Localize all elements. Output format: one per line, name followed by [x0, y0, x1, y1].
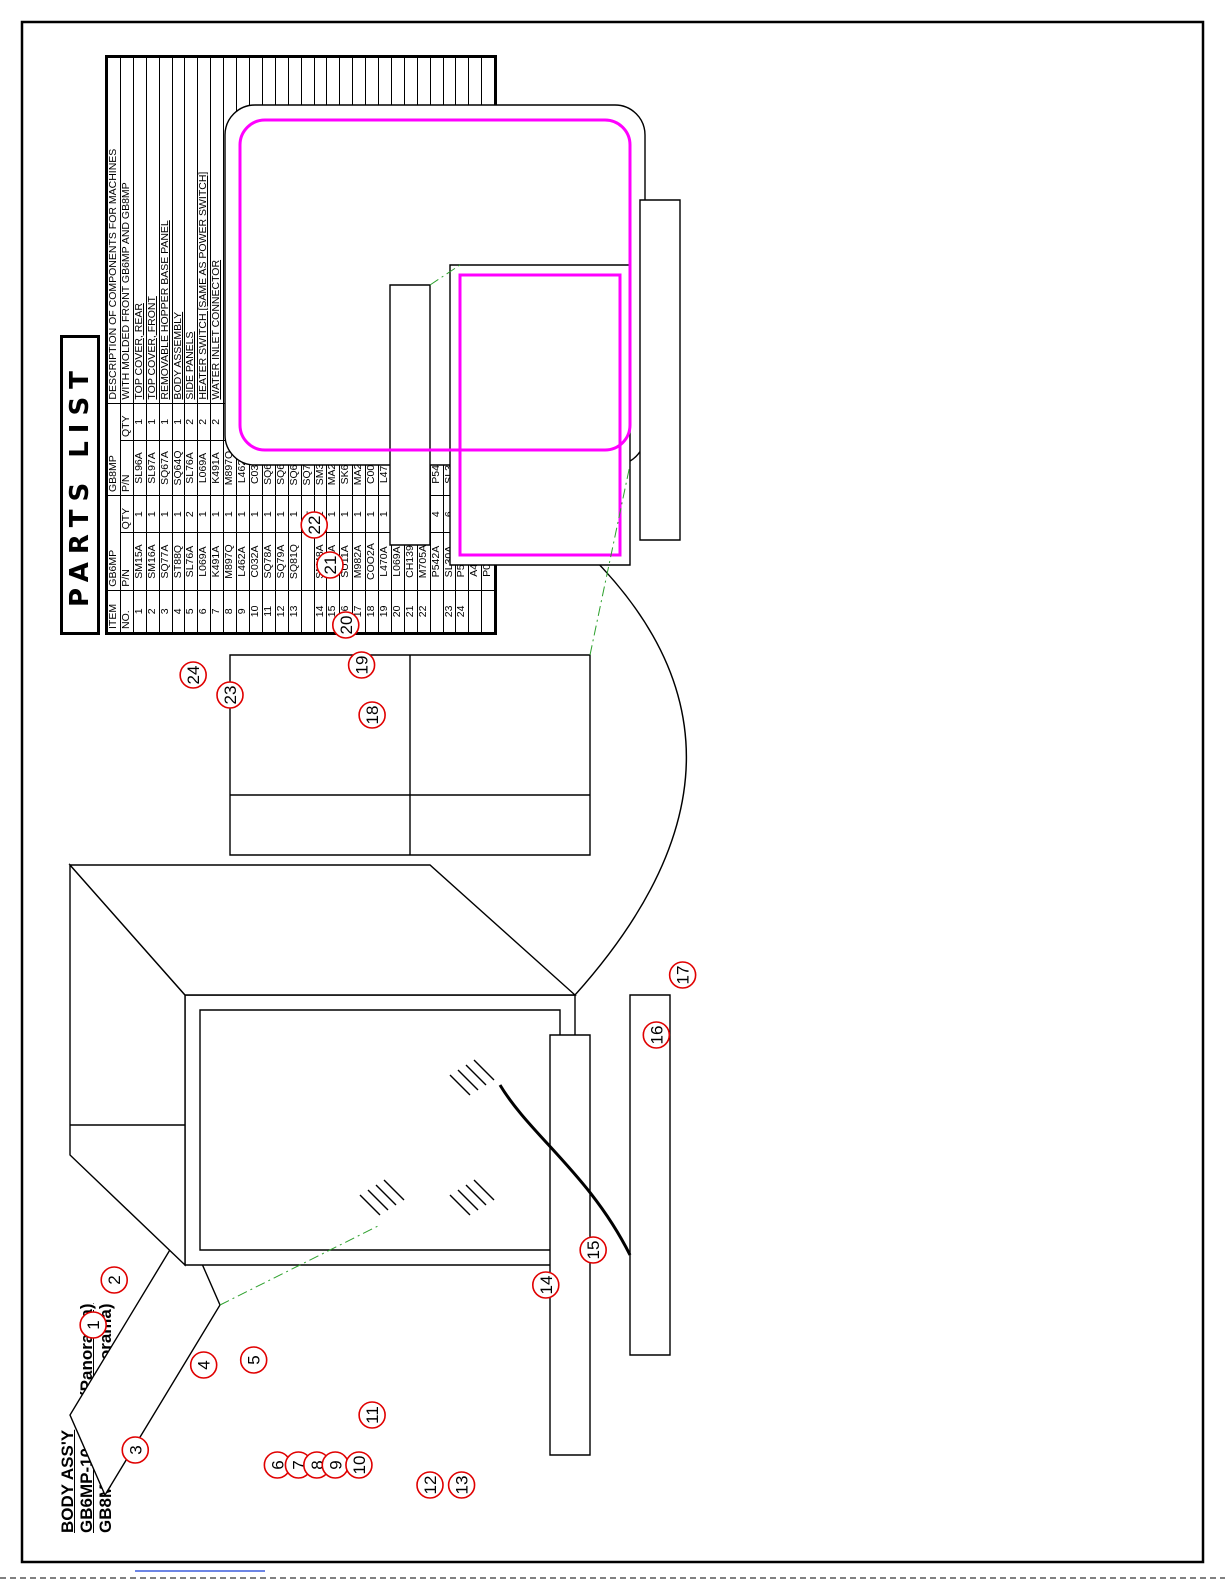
drip-tray-highlight [238, 118, 632, 452]
callout-number: 11 [363, 1406, 382, 1424]
callout-number: 9 [326, 1460, 345, 1469]
callout-number: 18 [363, 706, 382, 725]
callout-number: 21 [321, 556, 340, 575]
callout-4: 4 [189, 1351, 218, 1379]
callout-number: 1 [84, 1320, 103, 1329]
callout-number: 10 [350, 1456, 369, 1475]
callout-10: 10 [345, 1451, 373, 1479]
callout-number: 2 [105, 1275, 124, 1284]
callout-24: 24 [179, 661, 207, 689]
highlighted-parts [238, 118, 632, 557]
callout-18: 18 [358, 701, 386, 729]
callout-number: 16 [647, 1026, 666, 1045]
power-cord-shape [498, 1084, 632, 1256]
callout-circle [216, 681, 244, 709]
callout-22: 22 [300, 511, 329, 539]
callout-number: 23 [221, 686, 240, 705]
grill-shape [639, 199, 681, 541]
callout-circle [416, 1471, 444, 1499]
hidden-lines [219, 264, 631, 1306]
callout-circle [79, 1311, 107, 1339]
rotated-drawing: BODY ASS'Y GB6MP-10-LD-U (Panorama) GB8M… [30, 30, 705, 1555]
callout-number: 8 [308, 1460, 327, 1469]
louvers [359, 1059, 495, 1216]
callout-circle [121, 1436, 150, 1464]
callout-number: 17 [674, 966, 693, 985]
callout-11: 11 [358, 1401, 386, 1429]
callout-number: 24 [184, 666, 203, 685]
callout-number: 19 [353, 656, 372, 675]
callout-circle [347, 651, 376, 679]
callout-circle [531, 1271, 560, 1299]
callout-16: 16 [642, 1021, 671, 1049]
callout-circle [316, 551, 344, 579]
callout-number: 15 [584, 1241, 603, 1260]
callout-19: 19 [347, 651, 376, 679]
callout-circle [579, 1236, 607, 1264]
callout-number: 14 [537, 1276, 556, 1295]
callout-9: 9 [321, 1451, 350, 1479]
callout-21: 21 [316, 551, 344, 579]
body-assembly-lines [68, 104, 687, 1497]
callout-23: 23 [216, 681, 244, 709]
callout-number: 12 [421, 1476, 440, 1495]
callout-number: 6 [268, 1460, 287, 1469]
callout-13: 13 [447, 1471, 476, 1499]
callout-number: 3 [126, 1445, 145, 1454]
callout-12: 12 [416, 1471, 444, 1499]
callout-15: 15 [579, 1236, 607, 1264]
callout-20: 20 [331, 611, 360, 639]
callout-5: 5 [239, 1346, 268, 1374]
callout-14: 14 [531, 1271, 560, 1299]
callout-circle [300, 511, 329, 539]
splash-guard-highlight [458, 273, 622, 557]
callout-circle [447, 1471, 476, 1499]
callout-circle [358, 701, 386, 729]
callout-circle [189, 1351, 218, 1379]
callout-17: 17 [668, 961, 697, 989]
drawer-shape [549, 1034, 591, 1456]
callout-circle [642, 1021, 671, 1049]
callout-number: 4 [195, 1360, 214, 1369]
callout-circle [668, 961, 697, 989]
drawer-housing-shape [629, 994, 671, 1356]
callout-number: 20 [337, 616, 356, 635]
callout-1: 1 [79, 1311, 107, 1339]
callout-number: 7 [289, 1460, 308, 1469]
callout-6: 6 [263, 1451, 292, 1479]
callout-2: 2 [100, 1266, 129, 1294]
callout-number: 5 [245, 1355, 264, 1364]
callout-circle [331, 611, 360, 639]
callout-circle [100, 1266, 129, 1294]
callout-number: 13 [453, 1476, 472, 1495]
side-panel-inner [199, 1009, 561, 1251]
base-arc [574, 554, 687, 996]
callout-3: 3 [121, 1436, 150, 1464]
callout-circle [345, 1451, 373, 1479]
callout-circle [239, 1346, 268, 1374]
cabinet-rear [68, 864, 577, 996]
exploded-diagram [68, 104, 687, 1497]
callout-circle [179, 661, 207, 689]
callout-number: 22 [305, 516, 324, 535]
callout-circle [358, 1401, 386, 1429]
